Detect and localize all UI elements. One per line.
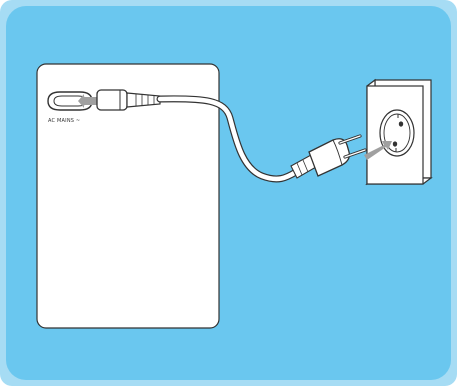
- cable-connector-plug: [96, 89, 161, 111]
- power-cord-core: [157, 96, 299, 182]
- mains-plug: [290, 134, 367, 179]
- arrow-up-right-icon: [364, 141, 392, 160]
- wall-socket: [365, 78, 433, 186]
- device-back-panel: [36, 63, 220, 329]
- port-label: AC MAINS ~: [48, 118, 81, 124]
- arrow-right-icon: [78, 94, 98, 108]
